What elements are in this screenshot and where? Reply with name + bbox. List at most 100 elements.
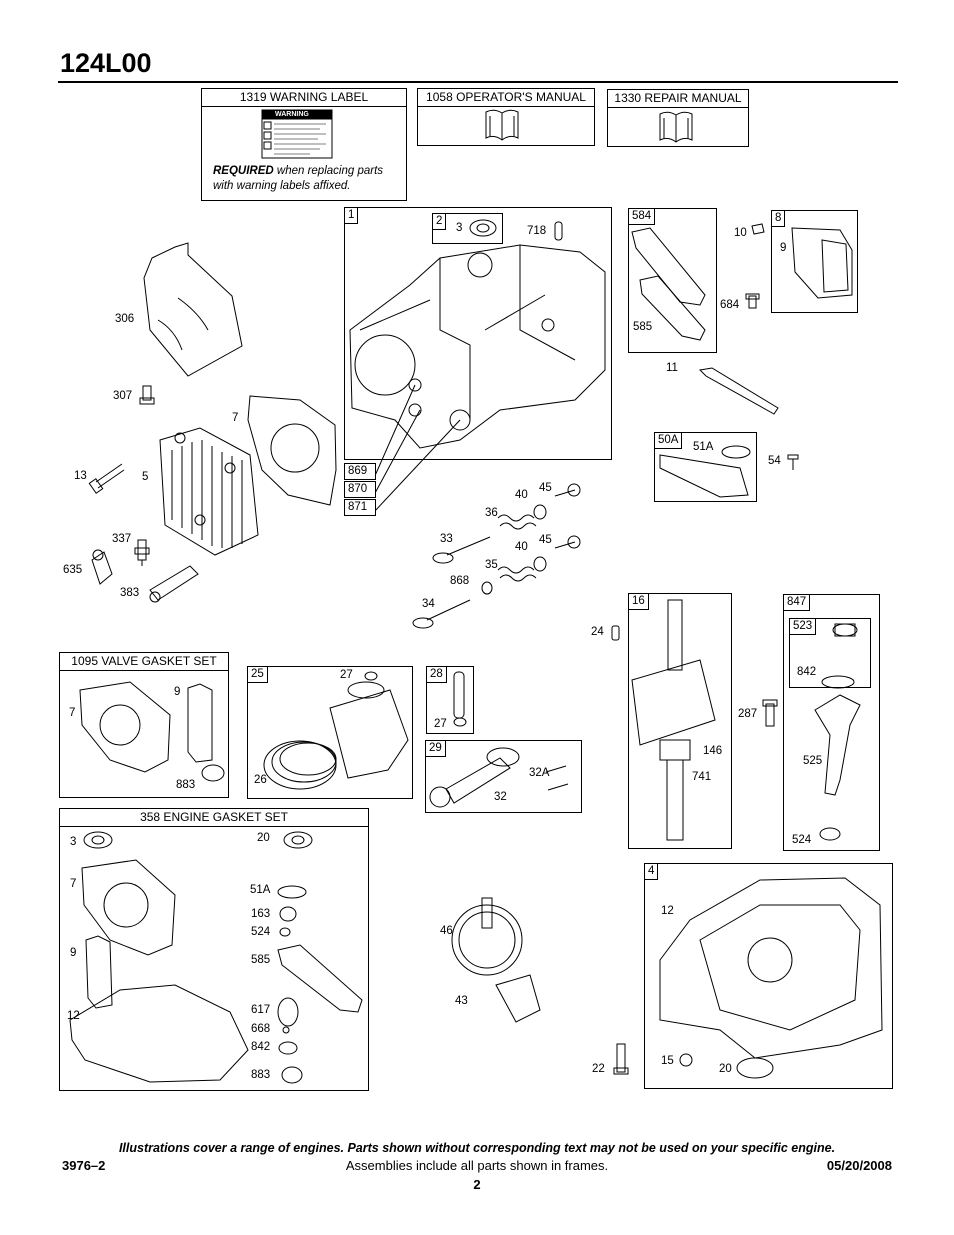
frame-8 <box>771 210 858 313</box>
label-10: 10 <box>734 227 747 239</box>
frame-50a <box>654 432 757 502</box>
book-icon <box>659 111 693 143</box>
tag-4: 4 <box>644 863 659 880</box>
label-868: 868 <box>450 575 470 587</box>
frame-584 <box>628 208 717 353</box>
tag-16: 16 <box>628 593 649 610</box>
label-20: 20 <box>257 832 270 844</box>
label-5: 5 <box>142 471 149 483</box>
frame-29 <box>425 740 582 813</box>
engine-gasket-set-frame: 358 ENGINE GASKET SET <box>59 808 369 1091</box>
label-617: 617 <box>251 1004 271 1016</box>
label-883b: 883 <box>251 1069 271 1081</box>
book-icon <box>485 109 519 141</box>
tag-25: 25 <box>247 666 268 683</box>
tag-2: 2 <box>432 213 447 230</box>
engine-gasket-set-title: 358 ENGINE GASKET SET <box>60 809 368 827</box>
title-rule <box>58 81 898 83</box>
frame-16 <box>628 593 732 849</box>
required-rest: when replacing parts <box>273 165 384 177</box>
label-635: 635 <box>63 564 83 576</box>
engine-block-drawing <box>349 244 606 449</box>
warning-icon-text: WARNING <box>275 111 309 118</box>
label-741: 741 <box>692 771 712 783</box>
tag-523: 523 <box>789 618 817 635</box>
label-13: 13 <box>74 470 87 482</box>
label-40: 40 <box>515 489 528 501</box>
valve-gasket-set-frame: 1095 VALVE GASKET SET <box>59 652 229 798</box>
label-3: 3 <box>456 222 463 234</box>
repair-manual-frame: 1330 REPAIR MANUAL <box>607 89 749 147</box>
assemblies-note: Assemblies include all parts shown in fr… <box>345 1158 609 1173</box>
tag-1: 1 <box>344 207 359 224</box>
label-46: 46 <box>440 925 453 937</box>
document-number: 3976–2 <box>62 1158 106 1173</box>
tag-871: 871 <box>344 499 376 516</box>
required-line2: with warning labels affixed. <box>213 180 351 192</box>
tag-869: 869 <box>344 463 376 480</box>
label-9c: 9 <box>70 947 77 959</box>
label-22: 22 <box>592 1063 605 1075</box>
camshaft-gear-drawing <box>451 897 541 1023</box>
label-287: 287 <box>738 708 758 720</box>
label-307: 307 <box>113 390 133 402</box>
warning-label-note: REQUIRED when replacing parts with warni… <box>213 164 383 194</box>
label-32a: 32A <box>529 767 550 779</box>
label-585b: 585 <box>251 954 271 966</box>
label-45: 45 <box>539 482 552 494</box>
label-668: 668 <box>251 1023 271 1035</box>
sump-drawing <box>659 877 883 1079</box>
label-20b: 20 <box>719 1063 732 1075</box>
label-27b: 27 <box>434 718 447 730</box>
piston-drawing <box>263 671 409 790</box>
label-7c: 7 <box>70 878 77 890</box>
label-684: 684 <box>720 299 740 311</box>
label-525: 525 <box>803 755 823 767</box>
label-40b: 40 <box>515 541 528 553</box>
label-883: 883 <box>176 779 196 791</box>
disclaimer-text: Illustrations cover a range of engines. … <box>118 1141 836 1155</box>
cylinder-head-drawing <box>159 427 259 556</box>
tag-847: 847 <box>783 594 811 611</box>
label-524: 524 <box>792 834 812 846</box>
frame-cylinder-block <box>344 207 612 460</box>
tag-870: 870 <box>344 481 376 498</box>
required-text: REQUIRED <box>213 165 274 177</box>
label-337: 337 <box>112 533 132 545</box>
label-27: 27 <box>340 669 353 681</box>
label-7b: 7 <box>69 707 76 719</box>
repair-manual-title: 1330 REPAIR MANUAL <box>608 90 748 108</box>
label-45b: 45 <box>539 534 552 546</box>
warning-label-graphic <box>261 109 333 159</box>
warning-label-frame: 1319 WARNING LABEL REQUIRED when replaci… <box>201 88 407 201</box>
label-43: 43 <box>455 995 468 1007</box>
frame-25 <box>247 666 413 799</box>
tag-8: 8 <box>771 210 786 227</box>
label-24: 24 <box>591 626 604 638</box>
label-32: 32 <box>494 791 507 803</box>
label-15: 15 <box>661 1055 674 1067</box>
document-date: 05/20/2008 <box>826 1158 892 1173</box>
tag-28: 28 <box>426 666 447 683</box>
label-33: 33 <box>440 533 453 545</box>
label-306: 306 <box>115 313 135 325</box>
label-146: 146 <box>703 745 723 757</box>
operators-manual-frame: 1058 OPERATOR'S MANUAL <box>417 88 595 146</box>
frame-4 <box>644 863 893 1089</box>
frame-523 <box>789 618 871 688</box>
crankshaft-drawing <box>631 599 716 841</box>
label-524b: 524 <box>251 926 271 938</box>
label-51a: 51A <box>693 441 714 453</box>
operators-manual-title: 1058 OPERATOR'S MANUAL <box>418 89 594 107</box>
bolt-drawing <box>139 385 155 405</box>
label-36: 36 <box>485 507 498 519</box>
connecting-rod-drawing <box>429 747 569 808</box>
model-title: 124L00 <box>60 48 152 78</box>
label-585: 585 <box>633 321 653 333</box>
label-54: 54 <box>768 455 781 467</box>
label-163: 163 <box>251 908 271 920</box>
label-9b: 9 <box>174 686 181 698</box>
label-842b: 842 <box>251 1041 271 1053</box>
label-3b: 3 <box>70 836 77 848</box>
tag-29: 29 <box>425 740 446 757</box>
